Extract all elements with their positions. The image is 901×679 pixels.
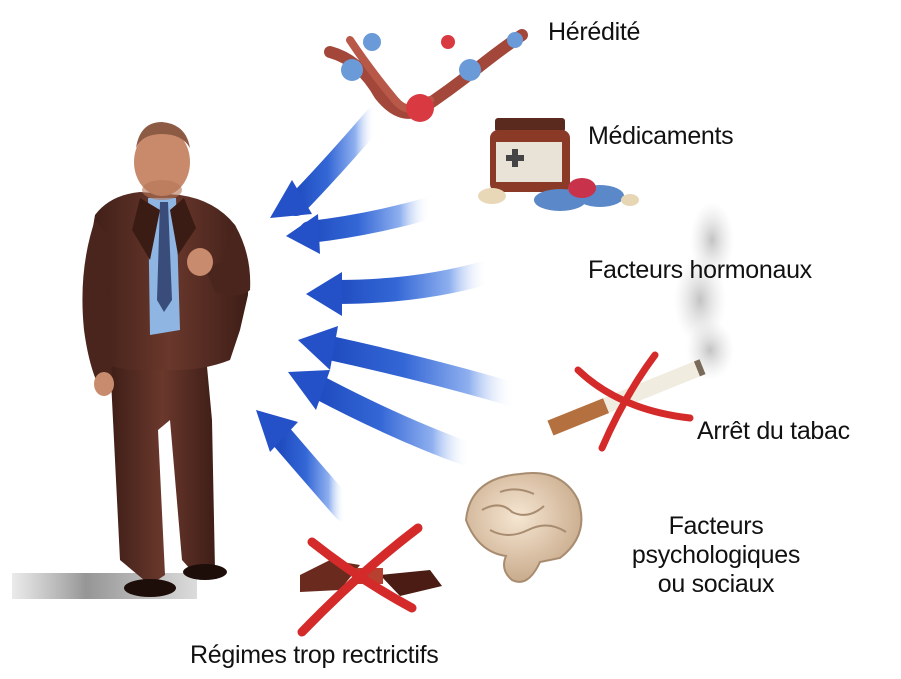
label-psycho-line-2: psychologiques (598, 541, 834, 570)
label-heredite: Hérédité (548, 18, 640, 47)
smoke-haze-icon (674, 202, 734, 380)
label-regimes-restrictifs: Régimes trop rectrictifs (190, 641, 438, 670)
label-medicaments: Médicaments (588, 122, 733, 151)
person-figure (82, 122, 250, 597)
dna-helix-icon (330, 32, 523, 122)
label-arret-du-tabac: Arrêt du tabac (697, 417, 850, 446)
label-psycho-line-1: Facteurs (598, 512, 834, 541)
label-psycho-line-3: ou sociaux (598, 570, 834, 599)
label-facteurs-hormonaux: Facteurs hormonaux (588, 256, 812, 285)
brain-icon (466, 473, 581, 582)
crossed-out-cigarette-icon (547, 355, 705, 448)
crossed-out-chocolate-icon (300, 528, 442, 632)
label-facteurs-psychologiques: Facteurs psychologiques ou sociaux (598, 512, 834, 598)
influence-arrows (256, 118, 515, 510)
